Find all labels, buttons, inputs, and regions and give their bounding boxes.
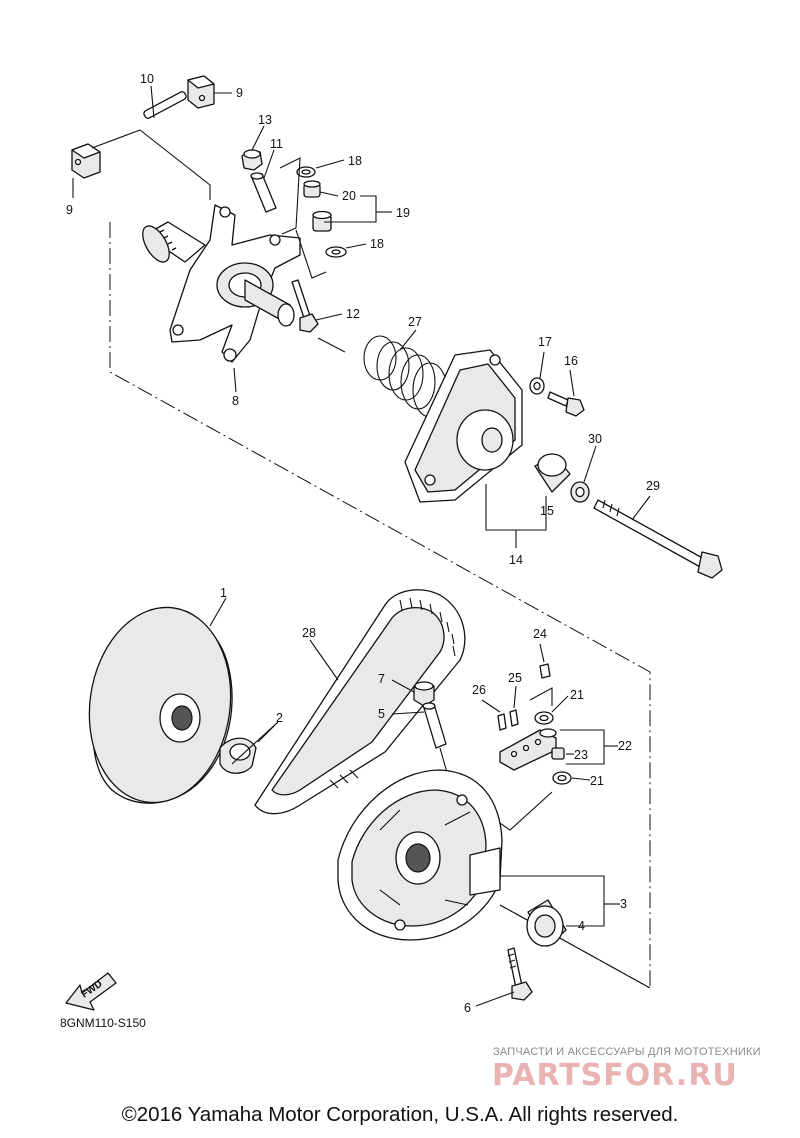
callout-19: 19 bbox=[396, 206, 410, 220]
part-20-bushing bbox=[303, 180, 321, 198]
callout-25: 25 bbox=[508, 671, 522, 685]
part-13-nut bbox=[241, 149, 263, 171]
part-5-collar bbox=[422, 702, 447, 749]
leader-lines bbox=[72, 85, 651, 1007]
callout-7: 7 bbox=[378, 672, 385, 686]
callout-18-lower: 18 bbox=[370, 237, 384, 251]
part-2-weight-set bbox=[219, 737, 257, 774]
part-29-long-bolt bbox=[593, 499, 723, 579]
part-7-nut bbox=[413, 681, 435, 707]
callout-8: 8 bbox=[232, 394, 239, 408]
part-10-pin bbox=[143, 91, 187, 119]
callout-1: 1 bbox=[220, 586, 227, 600]
callout-28: 28 bbox=[302, 626, 316, 640]
callout-21-lower: 21 bbox=[590, 774, 604, 788]
callout-9-lower: 9 bbox=[66, 203, 73, 217]
callout-9-upper: 9 bbox=[236, 86, 243, 100]
callout-18-upper: 18 bbox=[348, 154, 362, 168]
part-26-screw bbox=[497, 713, 507, 731]
part-18-washer-lower bbox=[325, 246, 347, 258]
copyright-notice: ©2016 Yamaha Motor Corporation, U.S.A. A… bbox=[121, 1103, 679, 1126]
callout-13: 13 bbox=[258, 113, 272, 127]
part-21-washer-upper bbox=[534, 711, 554, 725]
part-27-spring bbox=[363, 335, 448, 418]
part-19-bushing bbox=[312, 210, 332, 232]
part-12-bolt bbox=[291, 279, 319, 333]
callout-3: 3 bbox=[620, 897, 627, 911]
part-8-spider-hub bbox=[142, 204, 301, 363]
diagram-reference-code: 8GNM110-S150 bbox=[60, 1016, 146, 1030]
part-15-bushing bbox=[534, 453, 571, 493]
callout-21-upper: 21 bbox=[570, 688, 584, 702]
part-6-bolt bbox=[507, 947, 533, 1001]
callout-24: 24 bbox=[533, 627, 547, 641]
part-16-bolt bbox=[547, 391, 585, 417]
callout-17: 17 bbox=[538, 335, 552, 349]
part-30-washer bbox=[570, 481, 590, 503]
part-1-movable-sheave bbox=[88, 606, 233, 804]
callout-10: 10 bbox=[140, 72, 154, 86]
part-17-washer bbox=[529, 377, 545, 395]
part-24-screw bbox=[539, 663, 551, 679]
callout-29: 29 bbox=[646, 479, 660, 493]
callout-23: 23 bbox=[574, 748, 588, 762]
callout-22: 22 bbox=[618, 739, 632, 753]
part-14-spring-cover bbox=[404, 349, 523, 503]
part-23-bushing bbox=[551, 747, 565, 760]
part-25-screw bbox=[509, 709, 519, 727]
callout-16: 16 bbox=[564, 354, 578, 368]
watermark-brand-logo: PARTSFOR.RU bbox=[492, 1058, 738, 1093]
callout-2: 2 bbox=[276, 711, 283, 725]
callout-4: 4 bbox=[578, 919, 585, 933]
part-4-bushing bbox=[526, 899, 567, 947]
assembly-outline bbox=[109, 222, 651, 989]
part-18-washer-upper bbox=[296, 166, 316, 178]
callout-20: 20 bbox=[342, 189, 356, 203]
callout-11: 11 bbox=[270, 137, 283, 151]
callout-5: 5 bbox=[378, 707, 385, 721]
callout-30: 30 bbox=[588, 432, 602, 446]
part-11-collar bbox=[250, 172, 277, 213]
part-9-block-upper bbox=[187, 75, 215, 109]
callout-6: 6 bbox=[464, 1001, 471, 1015]
callout-26: 26 bbox=[472, 683, 486, 697]
callout-14: 14 bbox=[509, 553, 523, 567]
callout-15: 15 bbox=[540, 504, 554, 518]
part-9-block-lower bbox=[71, 143, 101, 179]
callout-27: 27 bbox=[408, 315, 422, 329]
watermark-tagline: ЗАПЧАСТИ И АКСЕССУАРЫ ДЛЯ МОТОТЕХНИКИ bbox=[493, 1046, 761, 1058]
part-28-drive-belt bbox=[254, 589, 466, 815]
fwd-arrow-icon: FWD bbox=[65, 972, 117, 1011]
callout-labels: 10 9 9 13 11 18 20 19 18 12 8 27 17 16 3… bbox=[66, 72, 660, 1015]
part-22-bracket bbox=[499, 728, 557, 771]
callout-12: 12 bbox=[346, 307, 360, 321]
part-21-washer-lower bbox=[552, 771, 572, 785]
part-3-primary-sheave bbox=[337, 769, 503, 941]
